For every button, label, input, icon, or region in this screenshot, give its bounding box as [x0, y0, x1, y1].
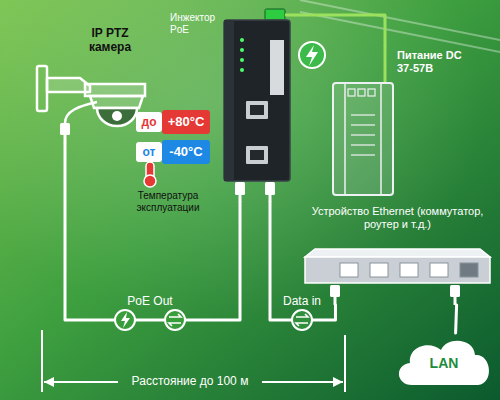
lan-node: LAN: [392, 333, 498, 390]
status-led: [240, 48, 244, 52]
terminal: [368, 89, 375, 96]
temperature-prefix: до: [136, 112, 162, 132]
data-exchange-symbol-part: [296, 314, 308, 326]
injector-node-illustration: [170, 6, 295, 202]
data-exchange-symbol: [165, 310, 185, 330]
dimension-arrowhead: [44, 377, 54, 387]
node-text: LAN: [392, 355, 496, 372]
injector-node: Инжектор PoE: [170, 6, 295, 202]
ethernet-cable: [334, 297, 337, 305]
distance-dimension-part: [41, 330, 43, 392]
switch-port: [400, 263, 418, 277]
rj45-plug: [60, 123, 70, 135]
distance-dimension-part: [44, 381, 118, 383]
rj45-port: [246, 146, 268, 164]
camera-housing: [90, 96, 143, 108]
status-led: [240, 58, 244, 62]
switch-top: [305, 249, 490, 257]
switch-port: [340, 263, 358, 277]
camera-cable: [64, 135, 67, 143]
temperature-prefix: от: [136, 142, 162, 162]
wall-plate: [37, 66, 47, 111]
distance-dimension-part: [344, 335, 346, 392]
vent-slot: [351, 154, 375, 155]
rj45-port: [246, 101, 268, 119]
node-text: Инжектор PoE: [170, 12, 222, 36]
thermometer-icon: [144, 162, 156, 187]
temperature-caption: Температура эксплуатации: [122, 190, 214, 213]
camera-lens: [112, 111, 122, 121]
distance-dimension: [42, 330, 345, 392]
device-sticker: [270, 40, 284, 95]
power-wire: [285, 14, 295, 17]
vent-slot: [351, 134, 375, 135]
node-text: Устройство Ethernet (коммутатор, роутер …: [300, 205, 495, 231]
status-led: [240, 38, 244, 42]
power-wire: [295, 15, 385, 45]
terminal-block: [265, 9, 285, 20]
camera-housing: [85, 84, 145, 96]
ethernet-cable: [239, 195, 242, 202]
poe-power-symbol: [115, 310, 135, 330]
power-symbol: [299, 42, 325, 68]
poe-power-symbol-part: [115, 310, 135, 330]
power-supply: [333, 83, 393, 195]
node-text: IP PTZ камера: [73, 26, 147, 55]
camera-arm: [47, 78, 90, 92]
power-supply-edge: [345, 83, 381, 195]
switch-port: [370, 263, 388, 277]
power-symbol-part: [306, 45, 318, 66]
din-rail-part: [300, 12, 500, 52]
distance-label: Расстояние до 100 м: [120, 375, 260, 389]
status-led: [240, 68, 244, 72]
rj45-plug: [235, 182, 245, 195]
power-wire: [384, 45, 387, 83]
data-exchange-symbol-part: [165, 310, 185, 330]
dimension-arrowhead: [333, 377, 343, 387]
injector-side: [224, 20, 234, 181]
terminal: [348, 89, 355, 96]
temperature-value: +80°C: [162, 110, 210, 134]
ethernet-device-node: Устройство Ethernet (коммутатор, роутер …: [300, 205, 497, 305]
rj45-port: [250, 150, 264, 160]
vent-slot: [351, 114, 375, 115]
switch-port: [460, 263, 478, 277]
data-exchange-symbol-part: [169, 314, 181, 326]
thermometer-icon-part: [144, 175, 156, 187]
injector-body: [224, 20, 290, 181]
terminal: [358, 89, 365, 96]
din-rail: [300, 0, 500, 52]
power-node: Питание DC 37-57В: [325, 45, 475, 205]
camera-cable: [65, 102, 97, 123]
poe-power-symbol-part: [121, 312, 130, 328]
rj45-plug: [265, 182, 275, 195]
switch-port: [430, 263, 448, 277]
data-exchange-symbol: [292, 310, 312, 330]
ethernet-cable: [456, 305, 457, 333]
cable-label: Data in: [283, 294, 321, 308]
din-rail-part: [300, 0, 500, 40]
distance-dimension-part: [262, 381, 343, 383]
ethernet-cable: [65, 143, 240, 320]
vent-slot: [351, 144, 375, 145]
data-exchange-symbol-part: [292, 310, 312, 330]
ethernet-cable: [269, 195, 272, 202]
camera-dome: [97, 108, 137, 126]
switch-front: [305, 257, 490, 283]
temperature-value: -40°C: [162, 140, 210, 164]
ethernet-cable: [454, 297, 457, 305]
vent-slot: [351, 124, 375, 125]
cable-label: PoE Out: [127, 294, 172, 308]
node-text: Питание DC 37-57В: [397, 49, 473, 75]
rj45-plug: [330, 285, 340, 297]
rj45-plug: [450, 285, 460, 297]
power-symbol-part: [299, 42, 325, 68]
rj45-port: [250, 105, 264, 115]
